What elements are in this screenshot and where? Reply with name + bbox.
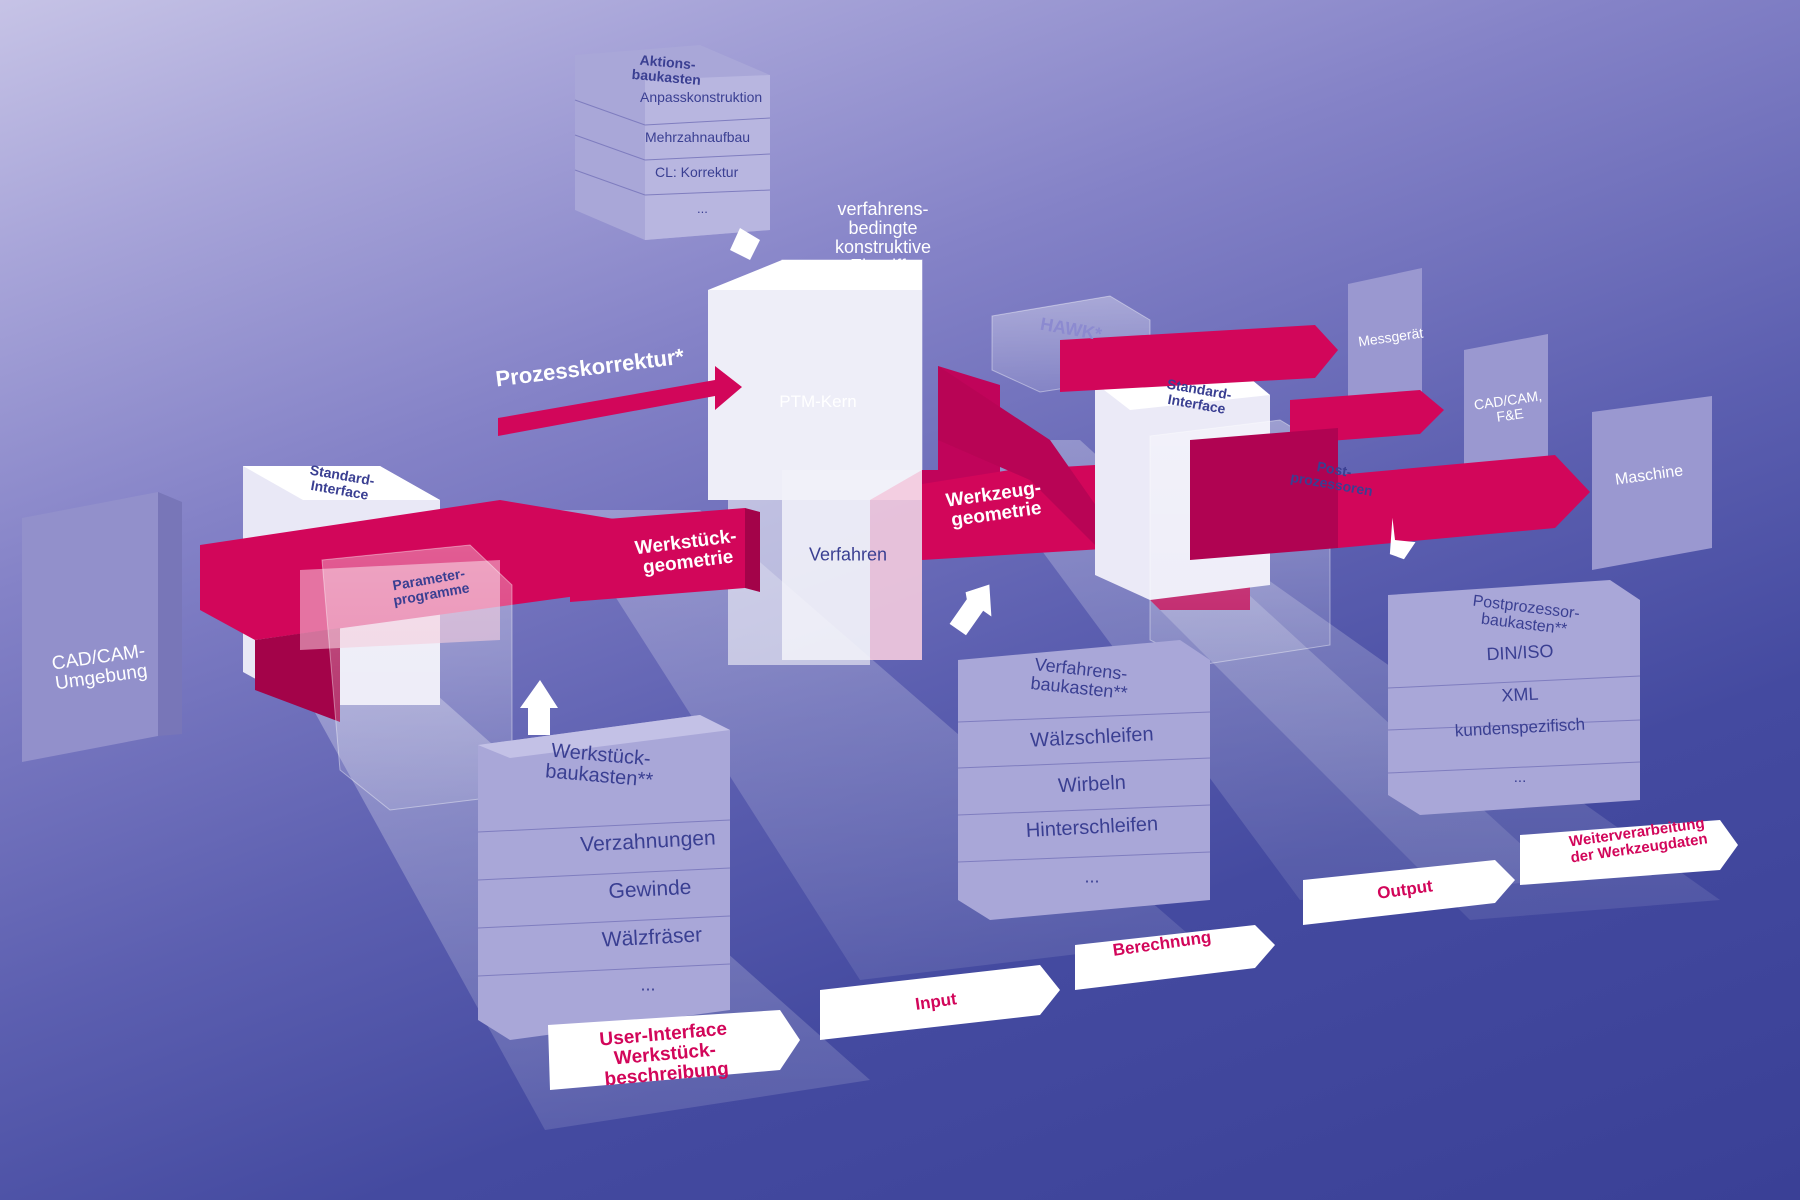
verfahren-label: Verfahren	[808, 544, 888, 565]
right-module	[991, 295, 1590, 666]
actions-item: ...	[697, 201, 708, 216]
center-stack-item: Wirbeln	[1057, 771, 1127, 798]
verfahrensbedingte-line-2: bedingte	[848, 217, 918, 238]
right-stack-item: DIN/ISO	[1485, 640, 1554, 665]
left-stack-item: ...	[640, 974, 656, 995]
left-module	[200, 466, 620, 811]
actions-item: CL: Korrektur	[655, 164, 739, 180]
right-stack-item: XML	[1500, 683, 1539, 706]
ptm-tower	[708, 259, 923, 665]
verfahrensbedingte-line-4: Eingriffe	[850, 255, 916, 276]
werkstueck-banner	[570, 508, 760, 602]
left-stack-item: Gewinde	[607, 875, 692, 904]
center-stack-item: ...	[1084, 866, 1100, 887]
left-stack	[477, 680, 800, 1090]
center-stack	[820, 584, 1275, 1040]
right-stack-item: ...	[1513, 769, 1527, 787]
cad-cam-box	[22, 492, 182, 762]
ptm-kern-label: PTM-Kern	[779, 392, 857, 412]
output-boxes	[1348, 268, 1712, 570]
verfahrensbedingte-label: verfahrens- bedingte konstruktive Eingri…	[808, 200, 958, 276]
process-arrow	[498, 366, 742, 436]
actions-item: Mehrzahnaufbau	[645, 129, 751, 145]
actions-stack	[574, 45, 771, 260]
actions-item: Anpasskonstruktion	[640, 89, 763, 105]
right-stack	[1303, 517, 1738, 925]
verfahrensbedingte-line-3: konstruktive	[834, 236, 932, 257]
verfahrensbedingte-line-1: verfahrens-	[837, 199, 929, 219]
